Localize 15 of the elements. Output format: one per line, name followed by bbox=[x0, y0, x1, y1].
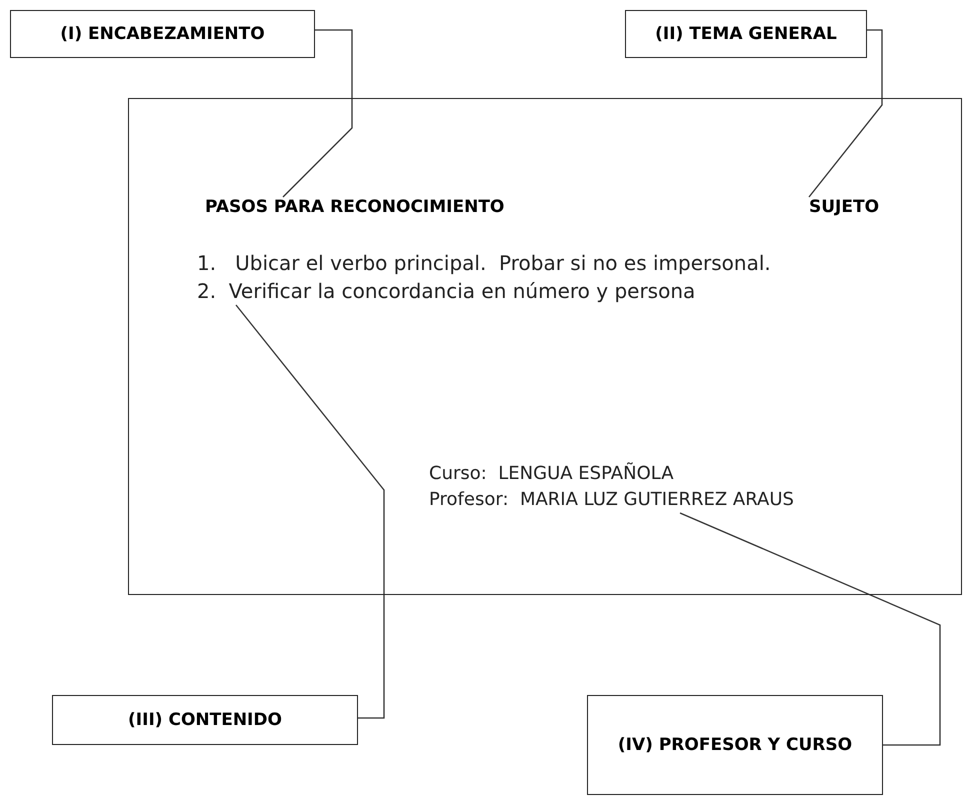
label-box: (IV) PROFESOR Y CURSO bbox=[587, 695, 883, 795]
info-text: Curso: LENGUA ESPAÑOLA bbox=[429, 461, 675, 486]
info-text: Profesor: MARIA LUZ GUTIERREZ ARAUS bbox=[429, 488, 794, 512]
list-item: 1. Ubicar el verbo principal. Probar si no es impersonal. bbox=[197, 250, 771, 277]
card-frame bbox=[128, 98, 962, 595]
leader-line bbox=[808, 29, 883, 198]
heading-text: PASOS PARA RECONOCIMIENTO bbox=[205, 197, 504, 217]
label-box: (I) ENCABEZAMIENTO bbox=[10, 10, 315, 58]
label-box: (II) TEMA GENERAL bbox=[625, 10, 867, 58]
label-box: (III) CONTENIDO bbox=[52, 695, 358, 745]
heading-text: SUJETO bbox=[809, 197, 880, 217]
list-item: 2. Verificar la concordancia en número y persona bbox=[197, 278, 696, 305]
leader-line bbox=[680, 512, 941, 746]
leader-line bbox=[282, 29, 353, 198]
leader-line bbox=[236, 304, 385, 719]
